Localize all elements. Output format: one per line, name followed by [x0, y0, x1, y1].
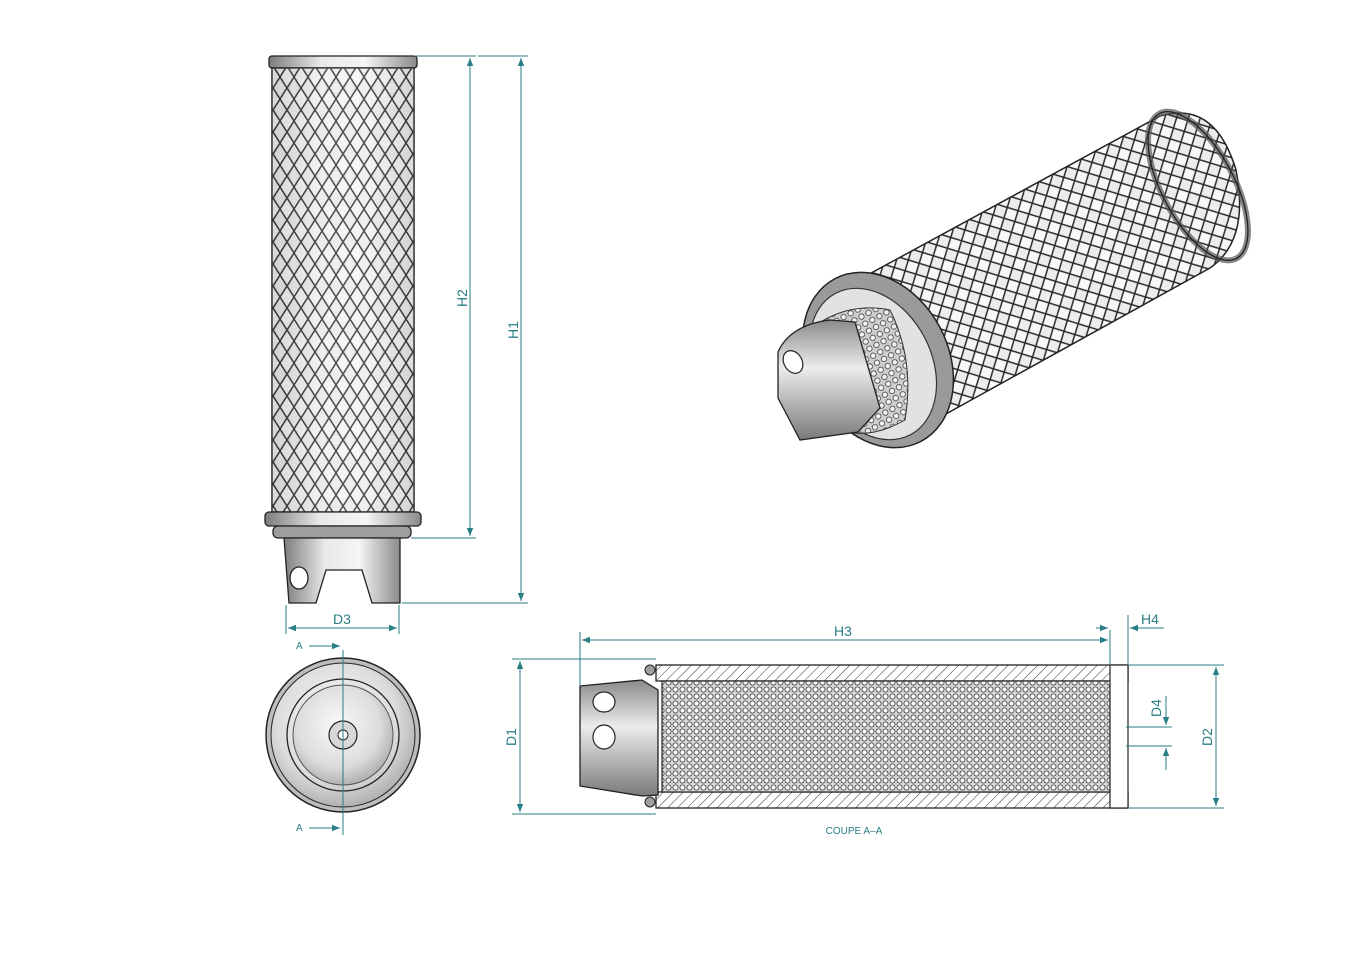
- section-end-plate: [1109, 664, 1129, 809]
- dimension-d2: D2: [1128, 664, 1224, 809]
- section-view: [579, 664, 1129, 809]
- h2-label: H2: [454, 289, 470, 307]
- top-end-cap: [268, 55, 418, 69]
- iso-outlet-hole: [782, 350, 804, 374]
- d1-label: D1: [503, 728, 519, 746]
- d3-label: D3: [333, 611, 351, 627]
- outlet-hole: [289, 566, 309, 590]
- dimension-d3: D3: [285, 605, 400, 634]
- d2-label: D2: [1199, 728, 1215, 746]
- dimension-h2: H2: [411, 55, 476, 539]
- h1-label: H1: [505, 321, 521, 339]
- dimension-h1: H1: [402, 55, 528, 604]
- dimension-d4: D4: [1126, 696, 1172, 770]
- section-mark-bottom: A: [296, 823, 303, 834]
- dimension-h3: H3: [579, 623, 1111, 686]
- dimension-h4: H4: [1096, 611, 1164, 665]
- isometric-view: [777, 108, 1251, 449]
- section-bottom-wall: [655, 791, 1129, 809]
- seal-gasket: [272, 525, 412, 539]
- front-elevation-view: [264, 55, 422, 604]
- section-outlet-tube: [579, 679, 659, 797]
- iso-outlet-tube: [777, 319, 881, 441]
- section-caption: COUPE A–A: [826, 826, 883, 837]
- section-mark-top: A: [296, 641, 303, 652]
- h3-label: H3: [834, 623, 852, 639]
- end-view: A A: [265, 641, 421, 835]
- bottom-end-cap: [264, 511, 422, 527]
- section-hole-lower: [592, 724, 616, 750]
- h4-label: H4: [1141, 611, 1159, 627]
- d4-label: D4: [1148, 699, 1164, 717]
- section-perforated-core: [661, 680, 1111, 793]
- section-hole-upper: [592, 691, 616, 713]
- dimension-d1: D1: [503, 658, 656, 815]
- section-top-wall: [655, 664, 1129, 682]
- outlet-tube: [283, 537, 401, 604]
